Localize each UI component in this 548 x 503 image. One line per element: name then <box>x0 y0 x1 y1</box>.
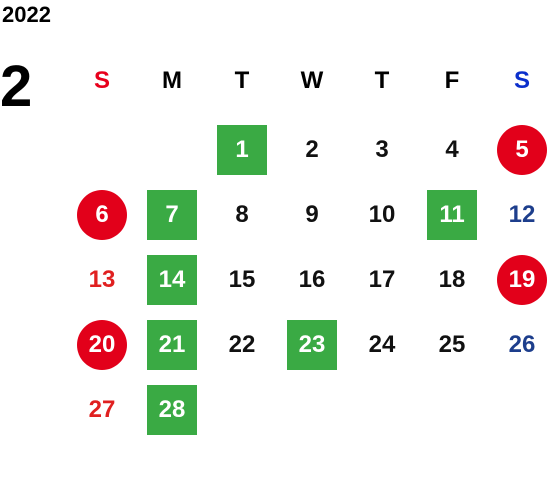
weekday-header-monday: M <box>162 67 182 94</box>
day-cell[interactable]: 21 <box>147 320 197 370</box>
day-cell[interactable]: 20 <box>77 320 127 370</box>
day-cell[interactable]: 8 <box>235 201 249 228</box>
day-cell[interactable]: 17 <box>368 266 396 293</box>
day-cell[interactable]: 23 <box>287 320 337 370</box>
day-cell[interactable]: 6 <box>77 190 127 240</box>
day-cell[interactable]: 19 <box>497 255 547 305</box>
day-cell <box>217 385 267 435</box>
day-cell[interactable]: 1 <box>217 125 267 175</box>
day-cell[interactable]: 25 <box>438 331 466 358</box>
day-cell[interactable]: 28 <box>147 385 197 435</box>
day-cell <box>287 385 337 435</box>
day-cell[interactable]: 7 <box>147 190 197 240</box>
day-cell[interactable]: 27 <box>88 396 116 423</box>
day-cell[interactable]: 11 <box>427 190 477 240</box>
day-cell <box>497 385 547 435</box>
day-cell[interactable]: 24 <box>368 331 396 358</box>
day-cell[interactable] <box>147 125 197 175</box>
calendar-month: 2 <box>0 54 33 119</box>
weekday-header-tuesday: T <box>234 67 250 94</box>
day-cell <box>427 385 477 435</box>
day-cell[interactable]: 13 <box>88 266 116 293</box>
day-cell[interactable]: 12 <box>508 201 536 228</box>
weekday-header-sunday: S <box>93 67 110 94</box>
day-cell[interactable]: 15 <box>228 266 256 293</box>
day-cell[interactable]: 18 <box>438 266 466 293</box>
weekday-header-saturday: S <box>513 67 530 94</box>
day-cell[interactable]: 10 <box>368 201 396 228</box>
weekday-header-wednesday: W <box>300 67 324 94</box>
day-cell <box>357 385 407 435</box>
day-cell[interactable]: 22 <box>228 331 256 358</box>
day-cell[interactable] <box>77 125 127 175</box>
weekday-header-friday: F <box>444 67 460 94</box>
day-cell[interactable]: 9 <box>305 201 319 228</box>
calendar-year: 2022 <box>2 2 51 27</box>
day-cell[interactable]: 3 <box>375 136 389 163</box>
day-cell[interactable]: 2 <box>305 136 319 163</box>
weekday-header-thursday: T <box>374 67 390 94</box>
day-cell[interactable]: 26 <box>508 331 536 358</box>
day-cell[interactable]: 5 <box>497 125 547 175</box>
day-cell[interactable]: 16 <box>298 266 326 293</box>
day-cell[interactable]: 4 <box>445 136 459 163</box>
day-cell[interactable]: 14 <box>147 255 197 305</box>
